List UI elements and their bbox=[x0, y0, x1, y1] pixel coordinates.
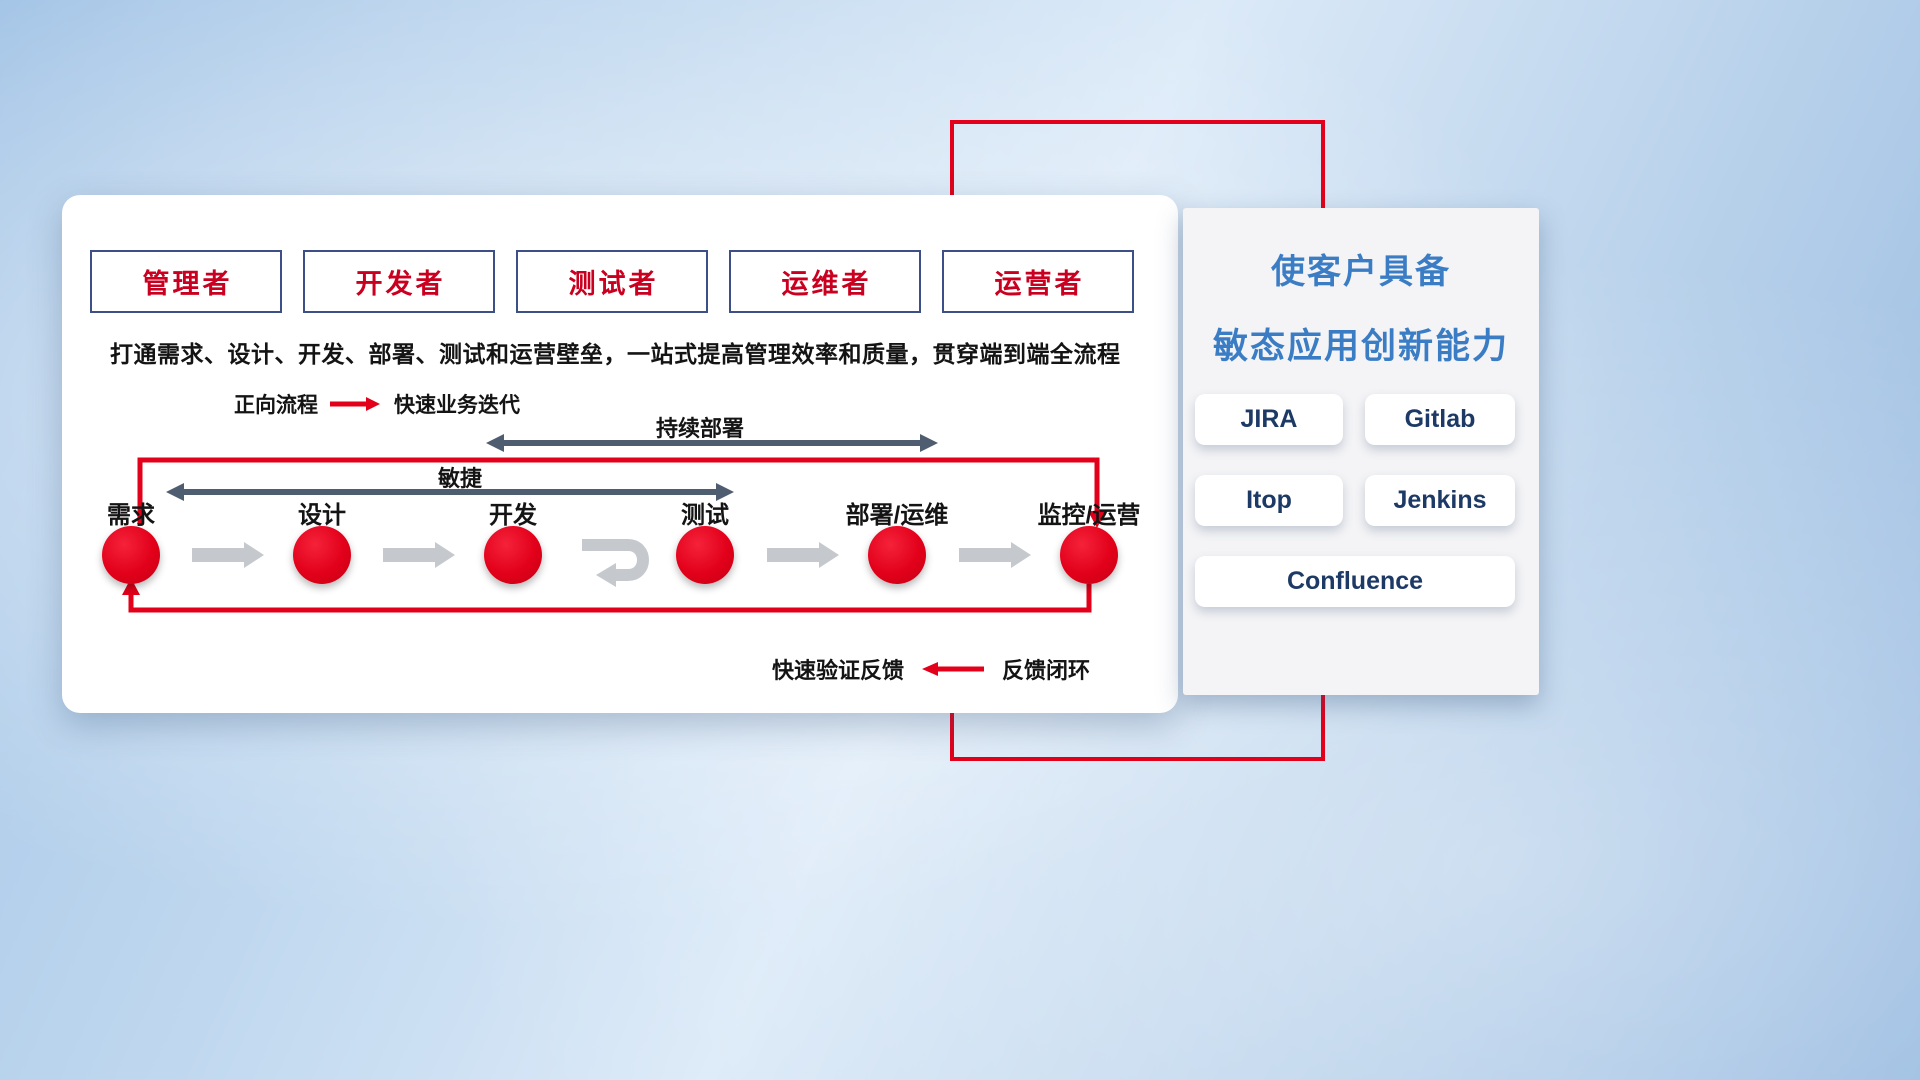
forward-legend-label: 正向流程 bbox=[234, 394, 318, 417]
role-label: 测试者 bbox=[568, 269, 659, 299]
role-label: 运维者 bbox=[781, 269, 872, 299]
process-description: 打通需求、设计、开发、部署、测试和运营壁垒，一站式提高管理效率和质量，贯穿端到端… bbox=[110, 341, 1121, 367]
stage-label: 开发 bbox=[489, 502, 537, 529]
role-box-manager: 管理者 bbox=[90, 250, 282, 313]
feedback-arrow-icon bbox=[922, 662, 985, 676]
forward-arrow-icon bbox=[330, 397, 380, 411]
tool-chip-confluence: Confluence bbox=[1195, 556, 1515, 607]
tool-chip-jira: JIRA bbox=[1195, 394, 1343, 445]
capability-title-line1: 使客户具备 bbox=[1271, 253, 1451, 291]
tool-chip-itop: Itop bbox=[1195, 475, 1343, 526]
flow-arrow-icon bbox=[959, 542, 1031, 568]
stage-circle bbox=[484, 526, 542, 584]
stage-label: 部署/运维 bbox=[845, 502, 949, 529]
feedback-legend-label: 快速验证反馈 bbox=[772, 658, 905, 683]
agile-span-arrow bbox=[166, 483, 734, 501]
stage-circle bbox=[293, 526, 351, 584]
capability-panel: 使客户具备 敏态应用创新能力 JIRA Gitlab Itop Jenkins … bbox=[1183, 208, 1539, 695]
role-label: 开发者 bbox=[355, 269, 446, 299]
role-box-tester: 测试者 bbox=[516, 250, 708, 313]
stage-circle bbox=[102, 526, 160, 584]
role-label: 管理者 bbox=[142, 269, 233, 299]
role-row: 管理者 开发者 测试者 运维者 运营者 bbox=[90, 250, 1134, 313]
agile-label: 敏捷 bbox=[437, 466, 483, 491]
tool-chip-gitlab: Gitlab bbox=[1365, 394, 1515, 445]
forward-legend: 正向流程 快速业务迭代 bbox=[234, 389, 520, 419]
role-box-ops: 运维者 bbox=[729, 250, 921, 313]
forward-loop-line bbox=[137, 457, 1106, 528]
continuous-deploy-span-arrow bbox=[486, 434, 938, 452]
flow-lines-layer bbox=[122, 434, 1106, 613]
feedback-legend-value: 反馈闭环 bbox=[1002, 658, 1091, 683]
feedback-legend: 快速验证反馈 反馈闭环 bbox=[772, 653, 1090, 685]
flow-arrow-icon bbox=[383, 542, 455, 568]
feedback-loop-line bbox=[122, 578, 1092, 613]
role-box-operator: 运营者 bbox=[942, 250, 1134, 313]
role-label: 运营者 bbox=[994, 269, 1085, 299]
stage-circle bbox=[868, 526, 926, 584]
flow-arrow-icon bbox=[192, 542, 264, 568]
capability-title-line2: 敏态应用创新能力 bbox=[1212, 327, 1509, 366]
stage-label: 需求 bbox=[107, 502, 155, 529]
iteration-loop-icon bbox=[582, 539, 649, 587]
stage-circle bbox=[676, 526, 734, 584]
forward-legend-value: 快速业务迭代 bbox=[394, 394, 520, 417]
role-box-developer: 开发者 bbox=[303, 250, 495, 313]
continuous-deploy-label: 持续部署 bbox=[655, 416, 745, 441]
flow-arrow-icon bbox=[767, 542, 839, 568]
stage-label: 测试 bbox=[681, 502, 729, 529]
devops-process-panel: 管理者 开发者 测试者 运维者 运营者 打通需求、设计、开发、部署、测试和运营壁… bbox=[62, 195, 1178, 713]
stage-label: 设计 bbox=[298, 502, 346, 529]
stage-label: 监控/运营 bbox=[1037, 502, 1141, 529]
stage-circle bbox=[1060, 526, 1118, 584]
tool-chip-jenkins: Jenkins bbox=[1365, 475, 1515, 526]
